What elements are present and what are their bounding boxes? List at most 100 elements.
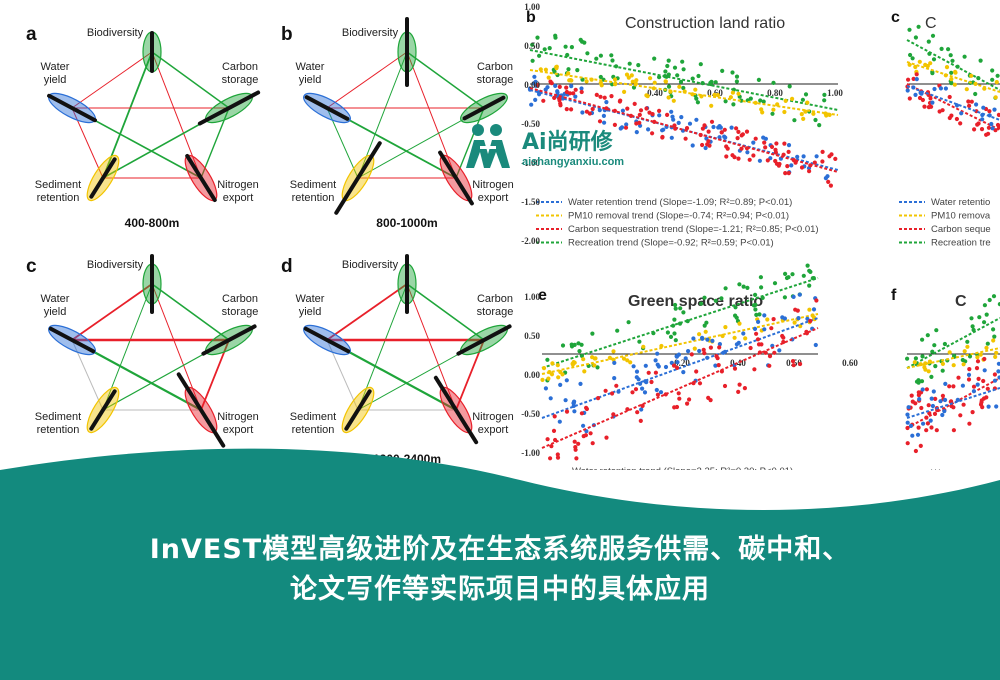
trend-line [906, 387, 1000, 419]
scatter-point [697, 348, 702, 354]
scatter-point [675, 360, 680, 365]
scatter-point [663, 79, 668, 84]
scatter-point [790, 96, 795, 101]
scatter-point [962, 54, 967, 59]
scatter-point [557, 98, 562, 103]
scatter-point [635, 410, 640, 415]
scatter-point [610, 58, 615, 63]
scatter-point [564, 409, 570, 414]
scatter-point [929, 425, 934, 430]
scatter-point [975, 122, 980, 127]
scatter-point [563, 44, 568, 49]
scatter-point [907, 62, 912, 67]
scatter-point [581, 423, 586, 428]
legend-entry: Water retention trend (Slope=-1.09; R²=0… [568, 197, 792, 208]
range-label: 1300-2400m [373, 452, 441, 466]
scatter-point [740, 132, 745, 137]
scatter-point [910, 56, 915, 61]
scatter-point [675, 73, 680, 78]
scatter-point [805, 100, 810, 105]
scatter-point [618, 126, 623, 131]
scatter-point [710, 338, 715, 343]
scatter-point [655, 351, 660, 356]
scatter-point [978, 352, 983, 357]
scatter-point [706, 129, 711, 134]
scatter-point [690, 143, 695, 148]
scatter-point [673, 306, 678, 311]
scatter-point [612, 360, 617, 365]
scatter-point [624, 122, 629, 127]
scatter-point [754, 312, 759, 317]
scatter-point [751, 140, 756, 145]
scatter-point [571, 91, 576, 96]
chart-letter: f [891, 287, 897, 304]
network-node-carbon [460, 92, 508, 124]
scatter-point [906, 405, 911, 410]
scatter-point [913, 401, 918, 406]
scatter-point [736, 340, 741, 345]
scatter-point [907, 27, 912, 32]
scatter-point [691, 336, 696, 341]
scatter-point [907, 96, 912, 101]
scatter-point [553, 35, 558, 40]
scatter-point [547, 46, 552, 51]
scatter-point [982, 320, 987, 325]
scatter-point [673, 338, 678, 343]
scatter-point [981, 105, 986, 110]
brand-logo: Ai尚研修 aishangyanxiu.com [458, 120, 658, 180]
node-label: export [223, 192, 254, 204]
node-label: Water [41, 293, 70, 305]
network-node-water [303, 324, 351, 356]
scatter-point [967, 421, 972, 426]
scatter-point [572, 409, 577, 414]
scatter-point [669, 135, 674, 140]
scatter-point [741, 284, 746, 289]
scatter-point [709, 119, 715, 124]
scatter-point [653, 358, 658, 363]
scatter-point [943, 86, 948, 91]
scatter-point [603, 388, 608, 393]
scatter-point [756, 77, 761, 82]
node-label: Biodiversity [342, 259, 399, 271]
scatter-point [554, 64, 559, 69]
scatter-point [742, 386, 747, 391]
scatter-point [582, 369, 587, 374]
scatter-point [557, 419, 562, 424]
scatter-point [731, 102, 736, 107]
scatter-point [720, 68, 725, 73]
scatter-point [790, 359, 796, 364]
scatter-point [717, 345, 722, 350]
node-label: yield [44, 74, 67, 86]
legend-entry: W [931, 468, 940, 470]
scatter-point [614, 383, 619, 388]
scatter-point [683, 136, 688, 141]
scatter-point [974, 102, 979, 107]
scatter-point [976, 376, 981, 381]
scatter-point [822, 98, 827, 103]
scatter-point [992, 372, 997, 377]
scatter-point [592, 363, 597, 368]
scatter-point [972, 127, 977, 132]
legend-entry: Water retentio [931, 197, 990, 208]
chart-title: Construction land ratio [625, 15, 785, 32]
scatter-point [543, 386, 548, 391]
scatter-point [782, 109, 787, 115]
scatter-point [716, 363, 721, 368]
y-tick: -0.50 [521, 409, 540, 419]
scatter-point [780, 315, 785, 320]
scatter-point [672, 331, 677, 336]
scatter-point [597, 108, 602, 113]
range-label: 1000-1300m [118, 452, 186, 466]
scatter-point [569, 84, 574, 89]
scatter-point [949, 404, 954, 409]
scatter-point [713, 363, 718, 368]
scatter-point [905, 88, 910, 93]
scatter-point [644, 380, 649, 385]
scatter-point [598, 53, 603, 58]
scatter-point [703, 329, 708, 334]
scatter-point [932, 86, 937, 92]
logo-url: aishangyanxiu.com [522, 156, 625, 168]
node-bar [456, 324, 512, 356]
scatter-point [732, 335, 737, 340]
scatter-point [640, 386, 645, 391]
